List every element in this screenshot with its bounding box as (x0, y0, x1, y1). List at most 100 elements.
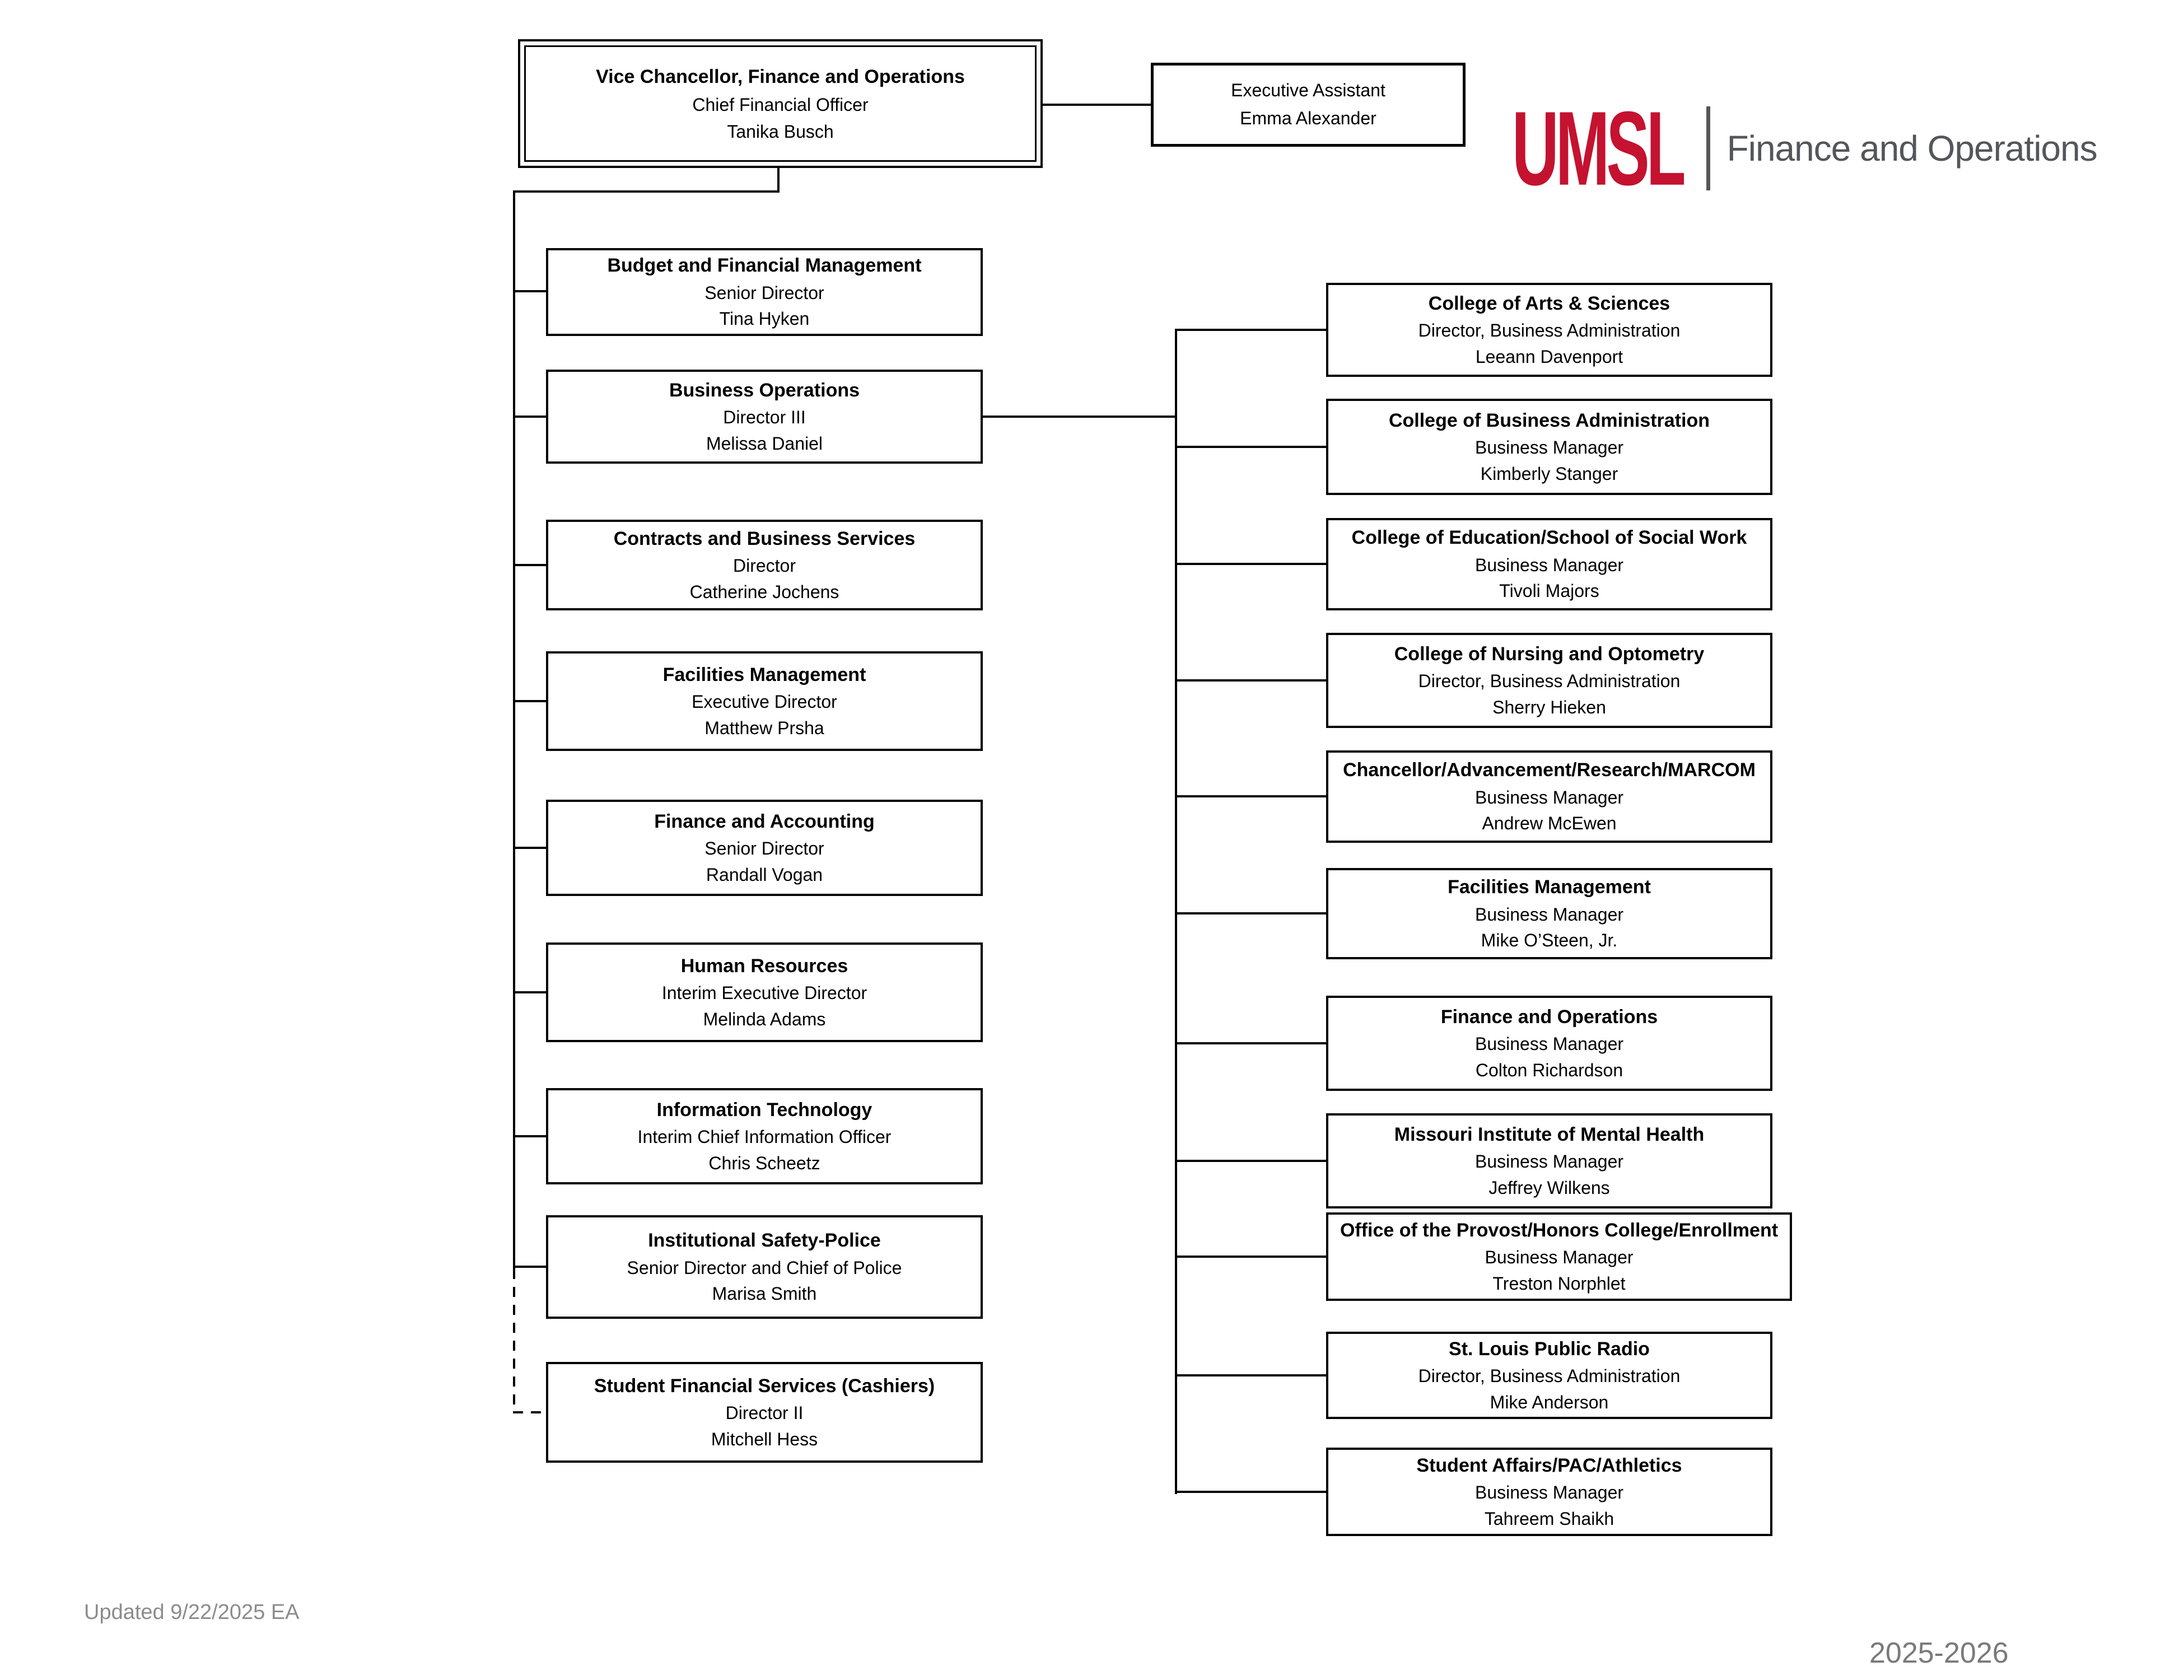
person-name: Mike Anderson (1490, 1392, 1609, 1412)
org-box-office-of-the-provost-honors-college-enrollment: Office of the Provost/Honors College/Enr… (1326, 1212, 1792, 1301)
role-title: Senior Director (704, 282, 824, 303)
role-title: Director, Business Administration (1418, 671, 1681, 692)
connector-left-trunk-dashed (513, 1269, 515, 1412)
org-box-college-of-business-administration: College of Business Administration Busin… (1326, 399, 1772, 495)
role-title: Senior Director and Chief of Police (627, 1257, 902, 1278)
unit-name: Student Affairs/PAC/Athletics (1416, 1454, 1682, 1476)
umsl-wordmark: UMSL (1512, 89, 1686, 208)
org-box-business-operations: Business Operations Director III Melissa… (546, 370, 983, 464)
unit-name: Contracts and Business Services (613, 528, 916, 549)
org-box-student-financial-services: Student Financial Services (Cashiers) Di… (546, 1362, 983, 1463)
org-box-st-louis-public-radio: St. Louis Public Radio Director, Busines… (1326, 1332, 1772, 1419)
org-box-college-of-nursing-and-optometry: College of Nursing and Optometry Directo… (1326, 633, 1772, 728)
unit-name: Budget and Financial Management (607, 255, 922, 277)
role-title: Business Manager (1474, 554, 1624, 575)
person-name: Tanika Busch (727, 121, 834, 142)
org-box-facilities-management-business-manager: Facilities Management Business Manager M… (1326, 868, 1772, 959)
org-box-college-of-arts-and-sciences: College of Arts & Sciences Director, Bus… (1326, 283, 1772, 377)
connector-stub (513, 290, 547, 292)
person-name: Melinda Adams (703, 1009, 826, 1029)
org-box-contracts-and-business-services: Contracts and Business Services Director… (546, 520, 983, 610)
person-name: Tina Hyken (719, 309, 810, 329)
unit-name: Finance and Accounting (654, 810, 875, 832)
connector-stub (1175, 795, 1326, 797)
role-title: Director II (725, 1403, 804, 1424)
org-box-missouri-institute-of-mental-health: Missouri Institute of Mental Health Busi… (1326, 1113, 1772, 1208)
connector-stub (513, 847, 547, 849)
unit-name: Human Resources (680, 955, 848, 977)
connector-stub (1175, 1374, 1326, 1376)
person-name: Catherine Jochens (689, 581, 839, 602)
person-name: Mike O’Steen, Jr. (1481, 930, 1618, 951)
role-title: Director (732, 556, 796, 576)
role-title: Director, Business Administration (1418, 1366, 1681, 1387)
role-title: Director, Business Administration (1418, 320, 1681, 341)
person-name: Kimberly Stanger (1480, 463, 1618, 484)
org-box-student-affairs-pac-athletics: Student Affairs/PAC/Athletics Business M… (1326, 1448, 1772, 1536)
unit-name: St. Louis Public Radio (1449, 1338, 1650, 1360)
person-name: Treston Norphlet (1492, 1273, 1626, 1294)
role-title: Business Manager (1474, 1151, 1624, 1172)
role-title: Business Manager (1474, 437, 1624, 458)
org-box-college-of-education-school-of-social-work: College of Education/School of Social Wo… (1326, 518, 1772, 610)
org-box-finance-and-operations: Finance and Operations Business Manager … (1326, 996, 1772, 1091)
connector-stub (1175, 679, 1326, 682)
role-title: Business Manager (1474, 787, 1624, 808)
logo-divider-bar (1706, 106, 1710, 190)
connector-dashed-stub-student-financial-services (513, 1411, 547, 1413)
org-box-chancellor-advancement-research-marcom: Chancellor/Advancement/Research/MARCOM B… (1326, 750, 1772, 843)
connector-stub (513, 1135, 547, 1137)
connector-stub (1175, 446, 1326, 448)
person-name: Tivoli Majors (1499, 581, 1599, 601)
role-title: Business Manager (1485, 1247, 1634, 1268)
unit-name: College of Education/School of Social Wo… (1351, 527, 1747, 549)
person-name: Chris Scheetz (708, 1152, 820, 1173)
person-name: Matthew Prsha (704, 717, 824, 738)
unit-name: Facilities Management (662, 664, 866, 685)
org-box-executive-assistant: Executive Assistant Emma Alexander (1151, 63, 1466, 147)
unit-name: Vice Chancellor, Finance and Operations (596, 66, 965, 87)
org-box-information-technology: Information Technology Interim Chief Inf… (546, 1088, 983, 1184)
role-title: Executive Assistant (1231, 80, 1385, 101)
connector-left-elbow (513, 190, 780, 193)
connector-stub (513, 991, 547, 993)
connector-stub (513, 416, 547, 418)
role-title: Interim Executive Director (661, 983, 867, 1004)
unit-name: Office of the Provost/Honors College/Enr… (1340, 1219, 1779, 1241)
connector-vc-to-assistant (1043, 104, 1151, 106)
connector-vc-drop (777, 167, 780, 193)
connector-stub (1175, 563, 1326, 565)
connector-business-operations-to-right-trunk (983, 416, 1176, 418)
unit-name: College of Business Administration (1388, 409, 1710, 431)
connector-right-trunk (1175, 329, 1177, 1494)
person-name: Emma Alexander (1240, 108, 1376, 128)
connector-stub (1175, 1160, 1326, 1162)
role-title: Business Manager (1474, 904, 1624, 925)
org-box-human-resources: Human Resources Interim Executive Direct… (546, 942, 983, 1042)
unit-name: Finance and Operations (1440, 1006, 1658, 1028)
person-name: Leeann Davenport (1475, 346, 1623, 367)
umsl-logo: UMSL Finance and Operations (1512, 96, 2098, 201)
org-box-facilities-management: Facilities Management Executive Director… (546, 651, 983, 751)
unit-name: College of Arts & Sciences (1428, 292, 1670, 314)
role-title: Director III (723, 407, 806, 428)
person-name: Sherry Hieken (1492, 697, 1606, 717)
org-box-institutional-safety-police: Institutional Safety-Police Senior Direc… (546, 1215, 983, 1319)
connector-stub (1175, 1256, 1326, 1258)
logo-division-text: Finance and Operations (1726, 128, 2098, 169)
connector-stub (513, 564, 547, 566)
unit-name: Missouri Institute of Mental Health (1394, 1123, 1705, 1145)
unit-name: Institutional Safety-Police (648, 1230, 881, 1252)
role-title: Executive Director (692, 692, 837, 712)
person-name: Randall Vogan (706, 864, 823, 885)
unit-name: College of Nursing and Optometry (1394, 643, 1705, 665)
connector-stub (1175, 1042, 1326, 1044)
connector-stub (513, 700, 547, 702)
org-box-budget-and-financial-management: Budget and Financial Management Senior D… (546, 248, 983, 336)
role-title: Senior Director (704, 838, 824, 859)
person-name: Jeffrey Wilkens (1488, 1177, 1610, 1198)
role-title: Business Manager (1474, 1482, 1624, 1503)
connector-stub (513, 1266, 547, 1268)
person-name: Tahreem Shaikh (1484, 1508, 1614, 1529)
